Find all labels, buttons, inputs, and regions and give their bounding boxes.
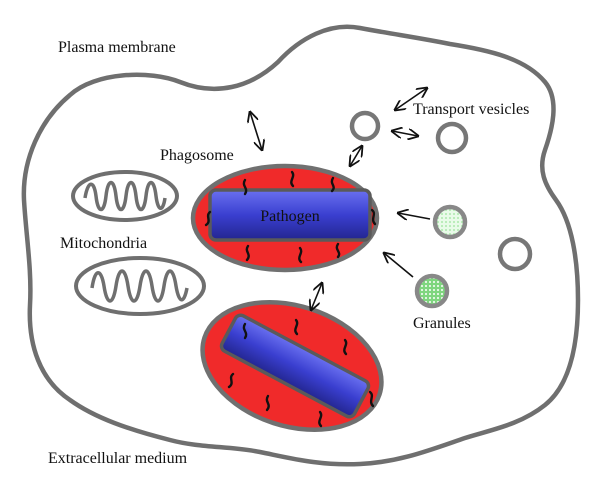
arrow-vesicle-phagosome — [350, 146, 362, 166]
pathogen-tilted — [219, 313, 371, 419]
label-plasma-membrane: Plasma membrane — [58, 39, 176, 56]
arrow-phagosome-phagolysosome — [311, 283, 322, 310]
pathogen — [208, 188, 372, 242]
label-transport-vesicles: Transport vesicles — [413, 101, 529, 118]
arrow-membrane-phagosome — [250, 112, 262, 150]
mitochondrion-upper — [71, 170, 179, 222]
arrow-granule-to-phagosome-1 — [398, 213, 431, 219]
phagosome-receptors — [204, 170, 377, 264]
label-granules: Granules — [413, 315, 471, 332]
label-pathogen: Pathogen — [260, 208, 320, 225]
label-extracellular-medium: Extracellular medium — [48, 450, 188, 467]
arrow-granule-to-phagosome-2 — [384, 253, 414, 278]
phagolysosome — [200, 299, 384, 433]
arrow-membrane-vesicle — [395, 88, 427, 110]
phagosome — [190, 163, 380, 273]
granule-light — [432, 204, 468, 240]
granule-dense — [414, 273, 450, 309]
mitochondrion-lower — [74, 256, 206, 316]
transport-vesicle-3 — [497, 236, 533, 272]
label-phagosome: Phagosome — [160, 147, 234, 164]
transport-arrows — [250, 88, 431, 310]
phagolysosome-receptors — [227, 318, 375, 428]
arrow-vesicle-vesicle — [392, 131, 418, 136]
transport-vesicle-2 — [435, 121, 469, 155]
transport-vesicle-1 — [349, 110, 381, 142]
label-mitochondria: Mitochondria — [60, 235, 147, 252]
